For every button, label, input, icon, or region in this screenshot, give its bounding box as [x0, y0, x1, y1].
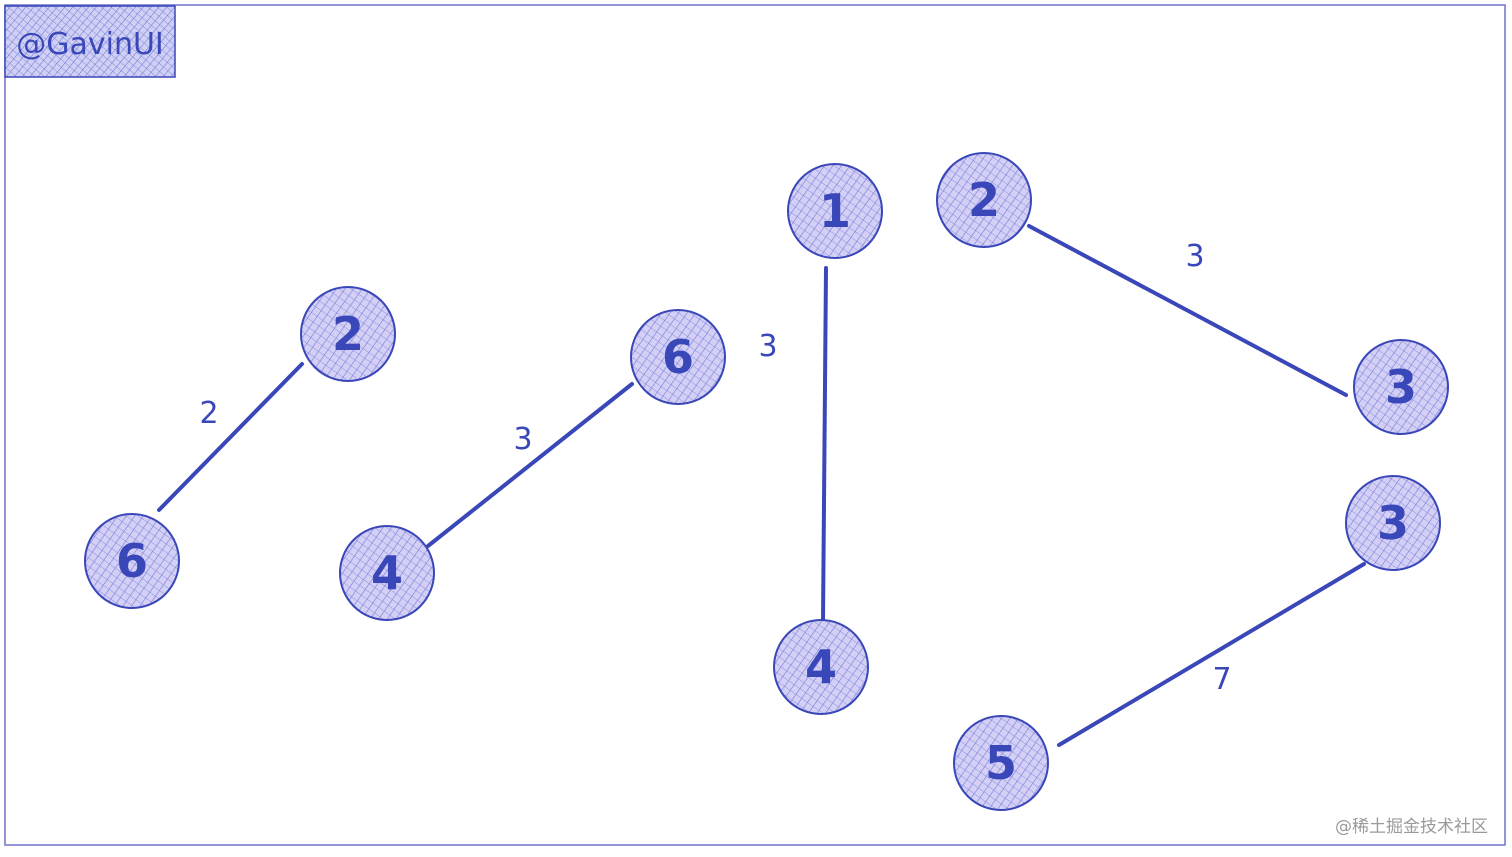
edge-line [821, 266, 828, 622]
nodes-layer: 2 6 6 4 1 4 2 3 3 5 [84, 152, 1449, 811]
edge-line [426, 382, 634, 548]
author-badge-label: @GavinUI [16, 27, 164, 62]
node-label: 5 [985, 736, 1017, 790]
node-circle [300, 286, 396, 382]
node-circle [630, 309, 726, 405]
node-label: 2 [332, 307, 364, 361]
node-label: 4 [805, 640, 837, 694]
graph-node: 4 [773, 619, 869, 715]
node-label: 6 [662, 330, 694, 384]
watermark: @稀土掘金技术社区 [1335, 817, 1488, 837]
edge-weight-label: 2 [199, 396, 218, 431]
graph-node: 3 [1353, 339, 1449, 435]
node-label: 6 [116, 534, 148, 588]
edge-line [157, 362, 304, 512]
node-circle [84, 513, 180, 609]
edges-layer: 2 3 3 3 7 [157, 224, 1366, 747]
author-badge: @GavinUI [4, 5, 176, 78]
graph-node: 2 [300, 286, 396, 382]
node-circle [1345, 475, 1441, 571]
graph-node: 3 [1345, 475, 1441, 571]
node-label: 3 [1377, 496, 1409, 550]
graph-node: 2 [936, 152, 1032, 248]
author-badge-box [4, 5, 176, 78]
graph-node: 4 [339, 525, 435, 621]
edge-weight-label: 3 [513, 422, 532, 457]
node-circle [339, 525, 435, 621]
edge-line [1027, 224, 1348, 397]
graph-node: 5 [953, 715, 1049, 811]
node-label: 4 [371, 546, 403, 600]
node-circle [787, 163, 883, 259]
node-circle [953, 715, 1049, 811]
node-circle [773, 619, 869, 715]
diagram-frame [4, 4, 1506, 846]
graph-node: 1 [787, 163, 883, 259]
graph-node: 6 [84, 513, 180, 609]
node-circle [1353, 339, 1449, 435]
edge-line [1057, 562, 1366, 747]
graph-node: 6 [630, 309, 726, 405]
node-label: 1 [819, 184, 851, 238]
edge-weight-label: 7 [1212, 662, 1231, 697]
edge-weight-label: 3 [1185, 239, 1204, 274]
node-label: 3 [1385, 360, 1417, 414]
node-label: 2 [968, 173, 1000, 227]
edge-weight-label: 3 [758, 329, 777, 364]
node-circle [936, 152, 1032, 248]
